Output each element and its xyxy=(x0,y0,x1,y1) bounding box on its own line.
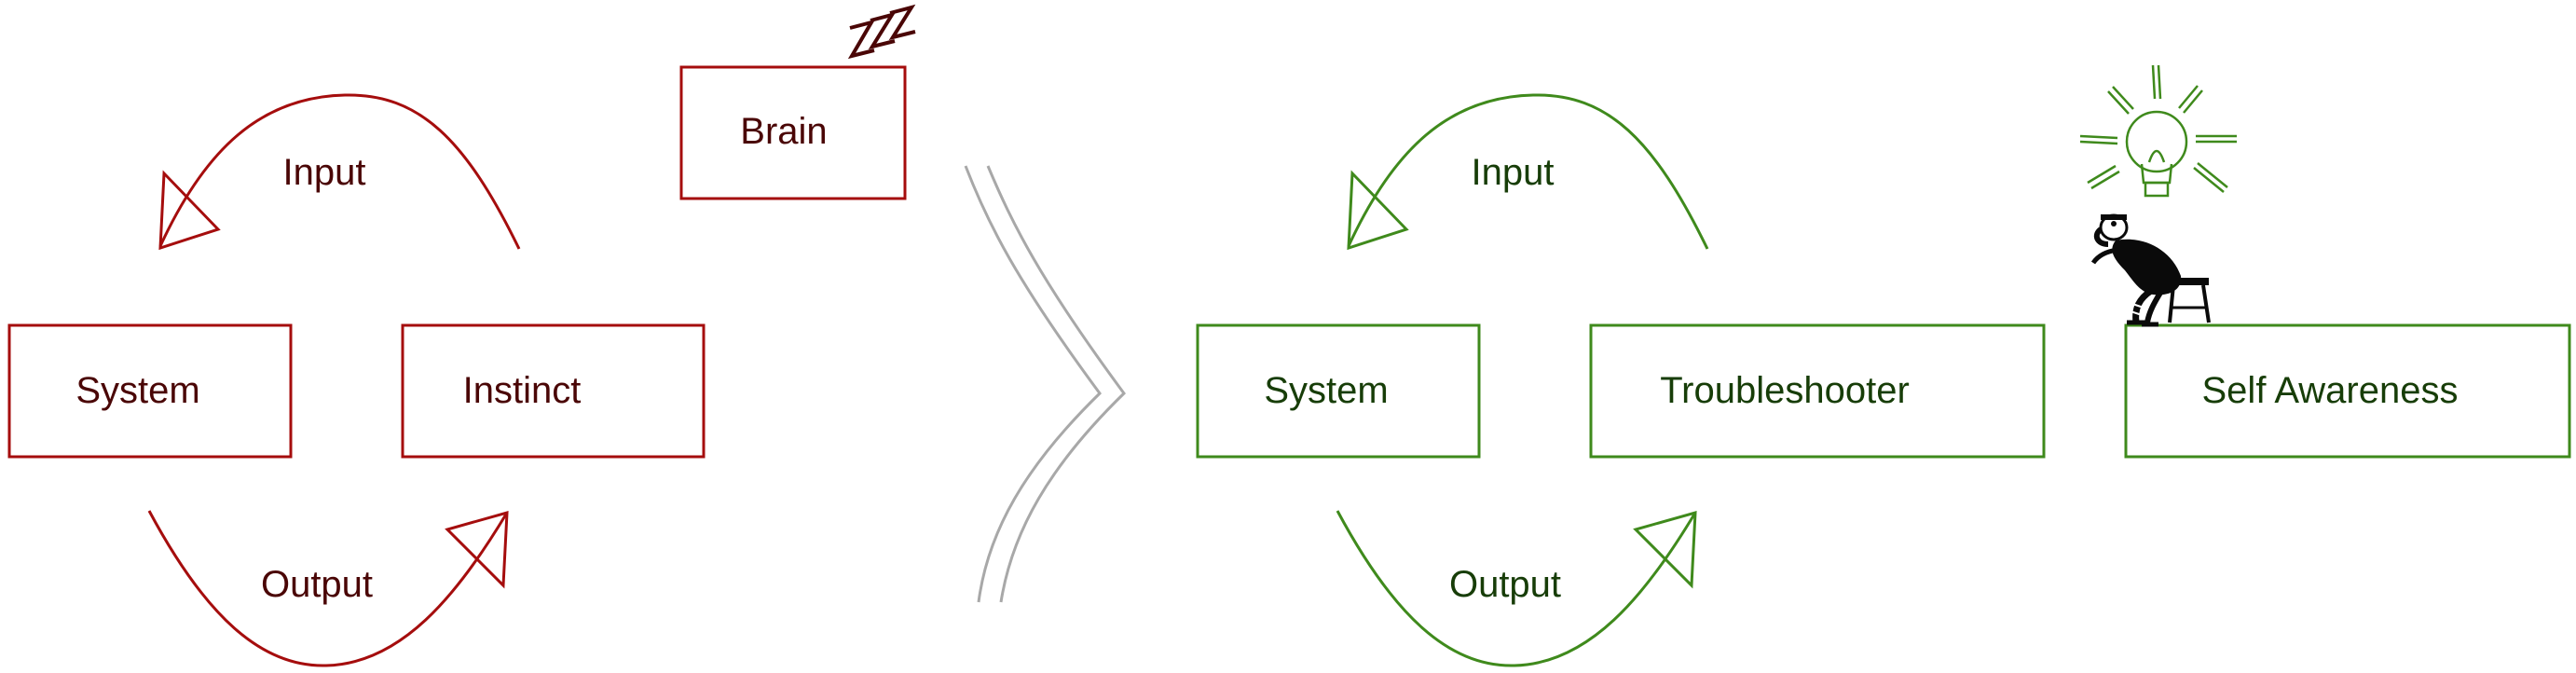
right-diagram: System Troubleshooter Self Awareness Inp… xyxy=(1196,64,2571,667)
troubleshooter-box xyxy=(1589,323,2046,459)
troubleshooter-label: Troubleshooter xyxy=(1660,370,1910,411)
right-output-arrow xyxy=(1336,510,1697,667)
right-output-arrowhead xyxy=(1633,510,1697,589)
left-input-arrowhead xyxy=(158,170,221,251)
instinct-box xyxy=(401,323,706,459)
lightbulb-icon xyxy=(2079,64,2237,198)
left-output-arrow xyxy=(147,510,509,667)
left-system-box xyxy=(7,323,293,459)
right-input-arrowhead xyxy=(1347,170,1409,251)
right-system-label: System xyxy=(1264,370,1388,411)
right-input-arrow xyxy=(1347,93,1709,250)
right-system-box xyxy=(1196,323,1481,459)
left-diagram: Brain System Instinct Input Output xyxy=(7,4,916,667)
self-awareness-box xyxy=(2124,323,2571,459)
left-input-label: Input xyxy=(283,152,366,193)
left-output-label: Output xyxy=(261,564,373,605)
instinct-label: Instinct xyxy=(463,370,582,411)
brain-label: Brain xyxy=(740,111,827,152)
right-output-label: Output xyxy=(1449,564,1561,605)
self-awareness-label: Self Awareness xyxy=(2202,370,2459,411)
thinker-figure-icon xyxy=(2090,213,2211,327)
double-chevron-icon xyxy=(964,165,1126,603)
zzz-icon xyxy=(847,4,916,60)
brain-box xyxy=(679,65,907,200)
left-system-label: System xyxy=(75,370,199,411)
left-output-arrowhead xyxy=(445,510,509,589)
right-input-label: Input xyxy=(1472,152,1555,193)
left-input-arrow xyxy=(158,93,521,250)
